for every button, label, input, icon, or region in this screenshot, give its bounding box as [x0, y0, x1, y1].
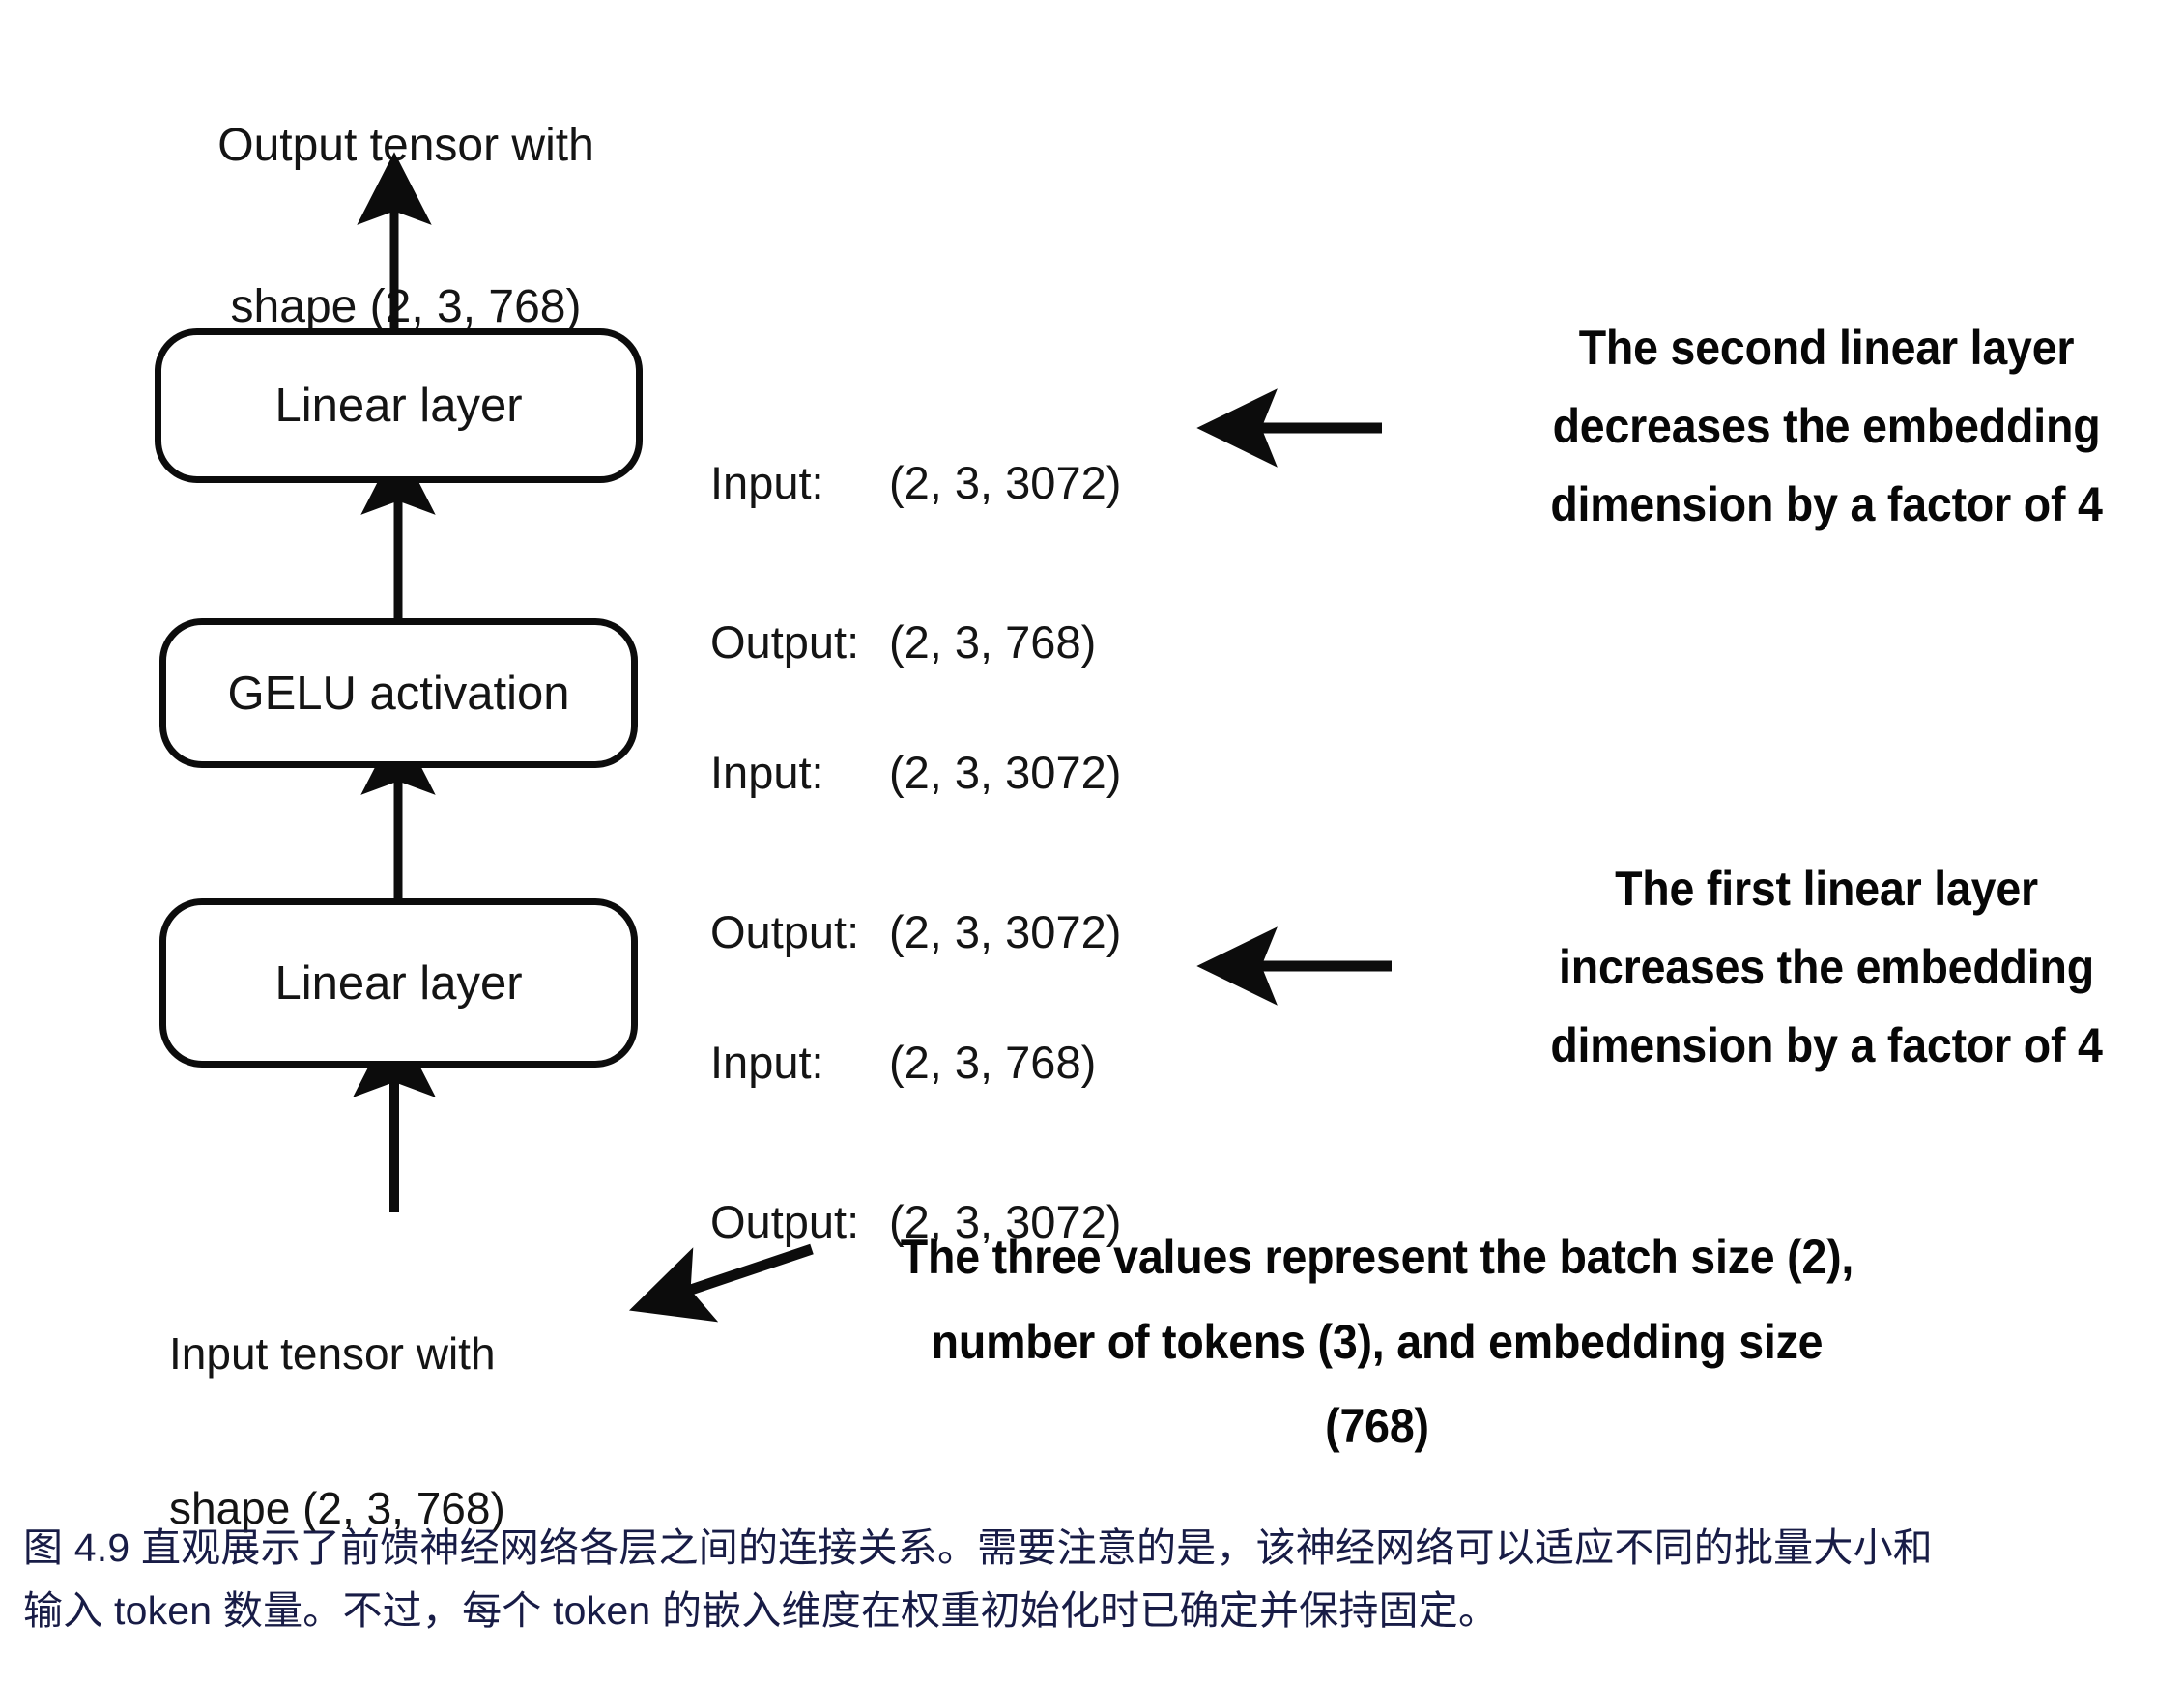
- callout-line-1: The three values represent the batch siz…: [900, 1230, 1854, 1284]
- io-output-key: Output:: [710, 1195, 860, 1247]
- input-tensor-label: Input tensor with shape (2, 3, 768): [169, 1225, 623, 1638]
- node-linear-layer-1[interactable]: Linear layer: [159, 898, 638, 1068]
- io-input-value: (2, 3, 3072): [889, 456, 1122, 508]
- figure-caption-line2: 输入 token 数量。不过，每个 token 的嵌入维度在权重初始化时已确定并…: [23, 1587, 1499, 1633]
- callout-first-linear-layer: The first linear layer increases the emb…: [1516, 850, 2137, 1085]
- callout-line-2: decreases the embedding: [1552, 399, 2101, 453]
- io-output-value: (2, 3, 3072): [889, 1195, 1122, 1247]
- callout-line-3: dimension by a factor of 4: [1550, 1018, 2103, 1072]
- io-input-value: (2, 3, 3072): [889, 746, 1122, 798]
- node-linear-layer-1-label: Linear layer: [274, 956, 523, 1010]
- node-gelu-activation[interactable]: GELU activation: [159, 618, 638, 768]
- io-input-key: Input:: [710, 456, 824, 508]
- figure-caption-line1: 图 4.9 直观展示了前馈神经网络各层之间的连接关系。需要注意的是，该神经网络可…: [23, 1525, 1933, 1570]
- io-input-row: Input: (2, 3, 3072): [710, 747, 1121, 800]
- callout-line-2: number of tokens (3), and embedding size: [931, 1314, 1824, 1369]
- io-output-row: Output: (2, 3, 3072): [710, 906, 1121, 959]
- io-block-gelu-activation: Input: (2, 3, 3072) Output: (2, 3, 3072): [710, 641, 1121, 1066]
- callout-second-linear-layer: The second linear layer decreases the em…: [1516, 309, 2137, 544]
- io-block-linear-layer-2: Input: (2, 3, 3072) Output: (2, 3, 768): [710, 351, 1121, 776]
- io-input-row: Input: (2, 3, 3072): [710, 457, 1121, 510]
- callout-three-values: The three values represent the batch siz…: [870, 1215, 1885, 1469]
- callout-line-2: increases the embedding: [1559, 940, 2094, 994]
- io-output-value: (2, 3, 3072): [889, 905, 1122, 957]
- input-tensor-label-line2: shape (2, 3, 768): [169, 1482, 505, 1533]
- node-linear-layer-2-label: Linear layer: [274, 380, 523, 432]
- node-gelu-activation-label: GELU activation: [227, 667, 570, 720]
- figure-caption: 图 4.9 直观展示了前馈神经网络各层之间的连接关系。需要注意的是，该神经网络可…: [23, 1517, 2159, 1642]
- io-input-key: Input:: [710, 746, 824, 798]
- io-output-row: Output: (2, 3, 768): [710, 616, 1121, 670]
- output-tensor-label-line1: Output tensor with: [217, 120, 594, 172]
- io-block-linear-layer-1: Input: (2, 3, 768) Output: (2, 3, 3072): [710, 930, 1121, 1355]
- io-output-key: Output:: [710, 905, 860, 957]
- node-linear-layer-2[interactable]: Linear layer: [155, 328, 643, 483]
- callout-line-3: dimension by a factor of 4: [1550, 477, 2103, 531]
- io-input-key: Input:: [710, 1036, 824, 1088]
- output-tensor-label-line2: shape (2, 3, 768): [230, 281, 582, 333]
- input-tensor-label-line1: Input tensor with: [169, 1327, 496, 1379]
- io-output-key: Output:: [710, 615, 860, 668]
- callout-line-3: (768): [1325, 1399, 1429, 1453]
- io-output-value: (2, 3, 768): [889, 615, 1097, 668]
- io-input-row: Input: (2, 3, 768): [710, 1037, 1121, 1090]
- callout-line-1: The second linear layer: [1578, 321, 2075, 375]
- callout-line-1: The first linear layer: [1615, 862, 2038, 916]
- io-input-value: (2, 3, 768): [889, 1036, 1097, 1088]
- io-output-row: Output: (2, 3, 3072): [710, 1196, 1121, 1249]
